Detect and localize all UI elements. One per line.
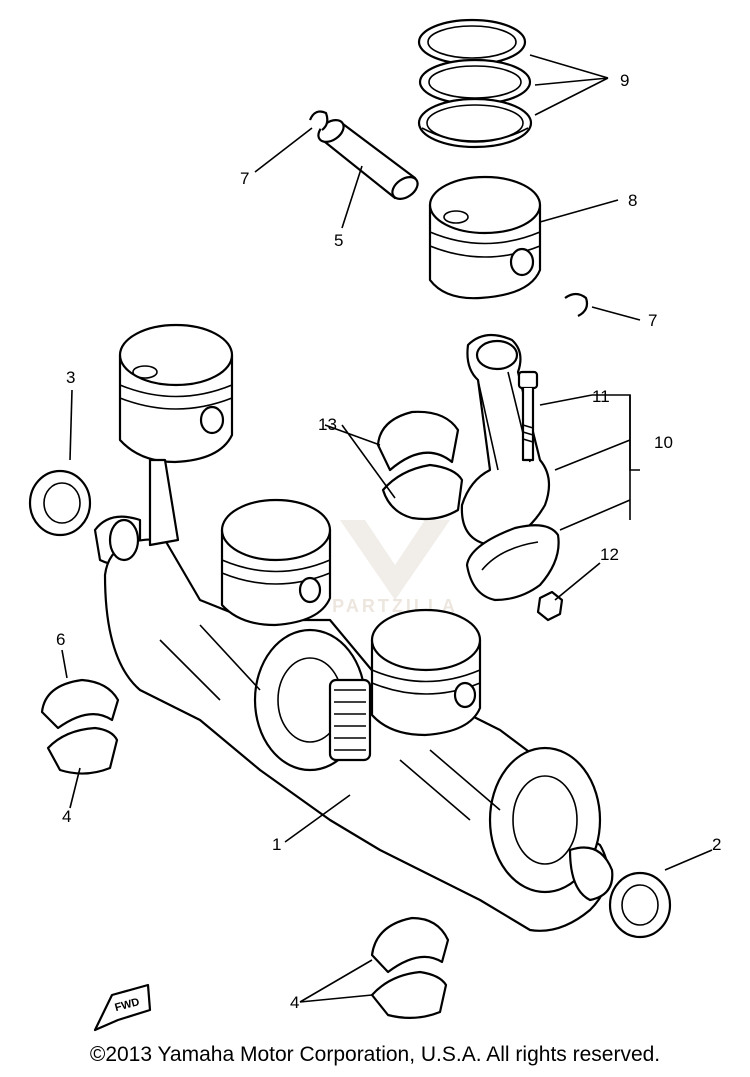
callout-8: 8 [628, 191, 637, 210]
connecting-rod-bolt[interactable] [517, 370, 539, 462]
piston-left[interactable] [118, 323, 234, 547]
main-bearing-bottom[interactable] [370, 916, 450, 1019]
piston-rings[interactable] [417, 18, 533, 149]
callout-numbers: 9 7 5 8 7 3 11 10 13 12 6 4 1 2 4 [56, 71, 721, 1012]
callout-13: 13 [318, 415, 337, 434]
piston-pin-clip-lower[interactable] [564, 292, 589, 317]
callout-6: 6 [56, 630, 65, 649]
piston-upper[interactable] [428, 175, 542, 300]
copyright-notice: ©2013 Yamaha Motor Corporation, U.S.A. A… [89, 1043, 661, 1066]
main-bearing-left[interactable] [40, 678, 120, 775]
callout-12: 12 [600, 545, 619, 564]
callout-7-lower: 7 [648, 311, 657, 330]
forward-arrow-icon: FWD [93, 983, 152, 1032]
callout-9: 9 [620, 71, 629, 90]
piston-pin-clip-upper[interactable] [308, 110, 329, 131]
callout-2: 2 [712, 835, 721, 854]
connecting-rod-cap[interactable] [465, 524, 560, 602]
callout-4-bottom: 4 [290, 993, 299, 1012]
piston-right[interactable] [370, 608, 482, 737]
callout-7-upper: 7 [240, 169, 249, 188]
watermark-logo: PARTZILLA [332, 520, 455, 616]
callout-1: 1 [272, 835, 281, 854]
oil-seal-right[interactable] [608, 871, 672, 939]
big-end-bearings[interactable] [376, 410, 464, 521]
piston-middle[interactable] [220, 498, 332, 627]
callout-10: 10 [654, 433, 673, 452]
callout-3: 3 [66, 368, 75, 387]
leader-lines [61, 54, 713, 1003]
callout-4-left: 4 [62, 807, 71, 826]
callout-11: 11 [592, 387, 610, 406]
piston-pin[interactable] [314, 116, 421, 204]
connecting-rod[interactable] [460, 333, 551, 547]
oil-seal-left[interactable] [28, 469, 92, 537]
crankshaft[interactable] [93, 515, 614, 932]
callout-5: 5 [334, 231, 343, 250]
